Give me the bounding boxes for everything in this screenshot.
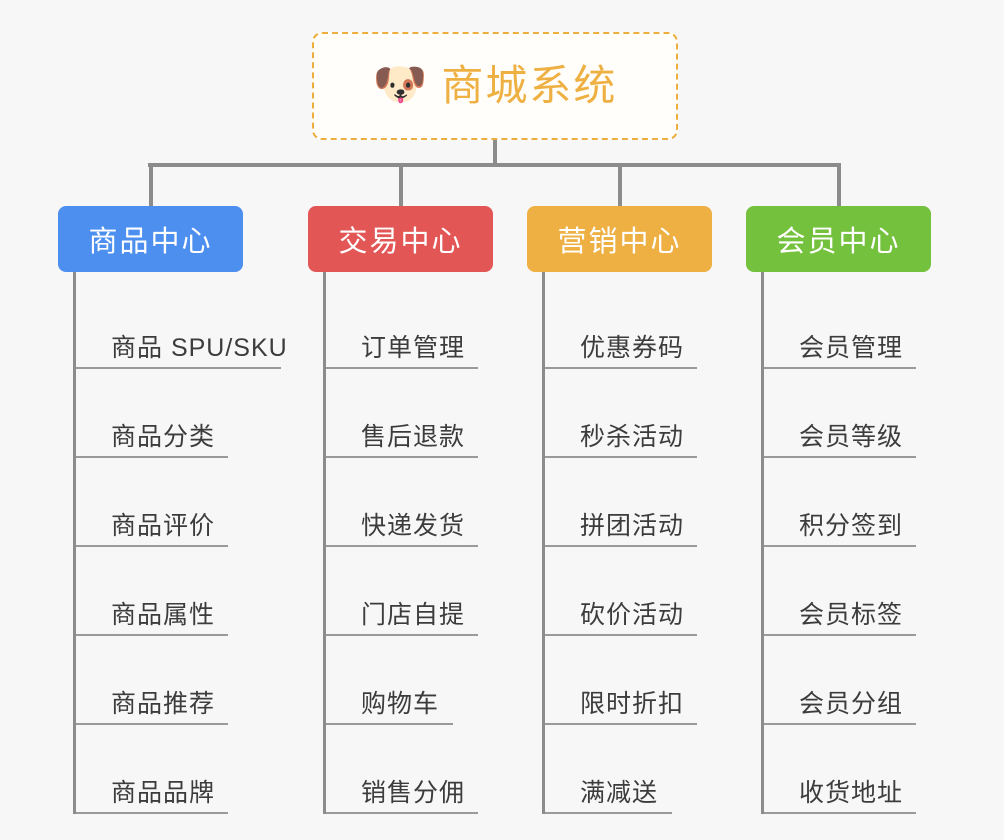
leaf-label: 会员管理 (799, 333, 904, 362)
leaf-underline (764, 367, 916, 369)
leaf-label: 快递发货 (361, 511, 466, 540)
leaf-label: 购物车 (361, 689, 440, 718)
branch-header-3[interactable]: 营销中心 (527, 206, 712, 272)
leaf-list-4: 会员管理会员等级积分签到会员标签会员分组收货地址 (761, 272, 931, 814)
leaf-item[interactable]: 购物车 (326, 636, 493, 725)
leaf-underline (764, 634, 916, 636)
branch-header-2[interactable]: 交易中心 (308, 206, 493, 272)
leaf-underline (76, 367, 281, 369)
leaf-item[interactable]: 会员等级 (764, 369, 931, 458)
leaf-item[interactable]: 会员标签 (764, 547, 931, 636)
leaf-item[interactable]: 快递发货 (326, 458, 493, 547)
leaf-item[interactable]: 商品推荐 (76, 636, 243, 725)
branch-column-3: 营销中心优惠券码秒杀活动拼团活动砍价活动限时折扣满减送 (527, 206, 712, 814)
leaf-label: 砍价活动 (580, 600, 685, 629)
root-node[interactable]: 🐶 商城系统 (312, 32, 678, 140)
leaf-item[interactable]: 商品分类 (76, 369, 243, 458)
leaf-label: 拼团活动 (580, 511, 685, 540)
leaf-underline (76, 456, 228, 458)
leaf-underline (545, 812, 672, 814)
leaf-label: 售后退款 (361, 422, 466, 451)
leaf-label: 商品 SPU/SKU (111, 333, 288, 362)
leaf-item[interactable]: 售后退款 (326, 369, 493, 458)
leaf-item[interactable]: 秒杀活动 (545, 369, 712, 458)
leaf-label: 积分签到 (799, 511, 904, 540)
leaf-underline (76, 634, 228, 636)
leaf-item[interactable]: 门店自提 (326, 547, 493, 636)
leaf-underline (764, 812, 916, 814)
leaf-underline (326, 367, 478, 369)
connector-drop-1 (148, 163, 153, 208)
connector-drop-4 (836, 163, 841, 208)
branch-column-2: 交易中心订单管理售后退款快递发货门店自提购物车销售分佣 (308, 206, 493, 814)
leaf-label: 秒杀活动 (580, 422, 685, 451)
leaf-underline (764, 545, 916, 547)
shiba-dog-face-icon: 🐶 (372, 60, 428, 109)
leaf-underline (76, 812, 228, 814)
root-title: 商城系统 (441, 62, 618, 109)
branch-header-1[interactable]: 商品中心 (58, 206, 243, 272)
leaf-label: 销售分佣 (361, 778, 466, 807)
leaf-label: 商品评价 (111, 511, 216, 540)
leaf-underline (326, 812, 478, 814)
leaf-underline (545, 634, 697, 636)
leaf-item[interactable]: 满减送 (545, 725, 712, 814)
leaf-item[interactable]: 商品评价 (76, 458, 243, 547)
leaf-underline (76, 545, 228, 547)
leaf-underline (326, 634, 478, 636)
leaf-underline (545, 723, 697, 725)
connector-root-stem (493, 140, 497, 166)
leaf-underline (545, 456, 697, 458)
branch-column-1: 商品中心商品 SPU/SKU 商品分类商品评价商品属性商品推荐商品品牌 (58, 206, 287, 814)
leaf-label: 限时折扣 (580, 689, 685, 718)
leaf-item[interactable]: 拼团活动 (545, 458, 712, 547)
leaf-underline (326, 723, 453, 725)
leaf-underline (764, 723, 916, 725)
leaf-item[interactable]: 会员分组 (764, 636, 931, 725)
leaf-list-3: 优惠券码秒杀活动拼团活动砍价活动限时折扣满减送 (542, 272, 712, 814)
branch-column-4: 会员中心会员管理会员等级积分签到会员标签会员分组收货地址 (746, 206, 931, 814)
leaf-label: 收货地址 (799, 778, 904, 807)
leaf-label: 会员等级 (799, 422, 904, 451)
leaf-label: 优惠券码 (580, 333, 685, 362)
leaf-label: 门店自提 (361, 600, 466, 629)
connector-drop-3 (617, 163, 622, 208)
leaf-underline (326, 456, 478, 458)
leaf-label: 会员标签 (799, 600, 904, 629)
leaf-list-2: 订单管理售后退款快递发货门店自提购物车销售分佣 (323, 272, 493, 814)
leaf-list-1: 商品 SPU/SKU 商品分类商品评价商品属性商品推荐商品品牌 (73, 272, 287, 814)
branch-header-4[interactable]: 会员中心 (746, 206, 931, 272)
leaf-underline (545, 367, 697, 369)
leaf-underline (545, 545, 697, 547)
leaf-label: 订单管理 (361, 333, 466, 362)
leaf-item[interactable]: 限时折扣 (545, 636, 712, 725)
leaf-label: 会员分组 (799, 689, 904, 718)
leaf-item[interactable]: 会员管理 (764, 280, 931, 369)
leaf-item[interactable]: 销售分佣 (326, 725, 493, 814)
leaf-label: 商品推荐 (111, 689, 216, 718)
connector-drop-2 (398, 163, 403, 208)
leaf-label: 商品品牌 (111, 778, 216, 807)
leaf-underline (764, 456, 916, 458)
leaf-underline (76, 723, 228, 725)
leaf-item[interactable]: 商品属性 (76, 547, 243, 636)
leaf-item[interactable]: 砍价活动 (545, 547, 712, 636)
leaf-item[interactable]: 收货地址 (764, 725, 931, 814)
leaf-item[interactable]: 商品 SPU/SKU (76, 280, 287, 369)
connector-horizontal-bar (148, 163, 840, 167)
leaf-underline (326, 545, 478, 547)
leaf-label: 商品属性 (111, 600, 216, 629)
leaf-label: 商品分类 (111, 422, 216, 451)
leaf-label: 满减送 (580, 778, 659, 807)
leaf-item[interactable]: 积分签到 (764, 458, 931, 547)
leaf-item[interactable]: 优惠券码 (545, 280, 712, 369)
leaf-item[interactable]: 订单管理 (326, 280, 493, 369)
leaf-item[interactable]: 商品品牌 (76, 725, 243, 814)
